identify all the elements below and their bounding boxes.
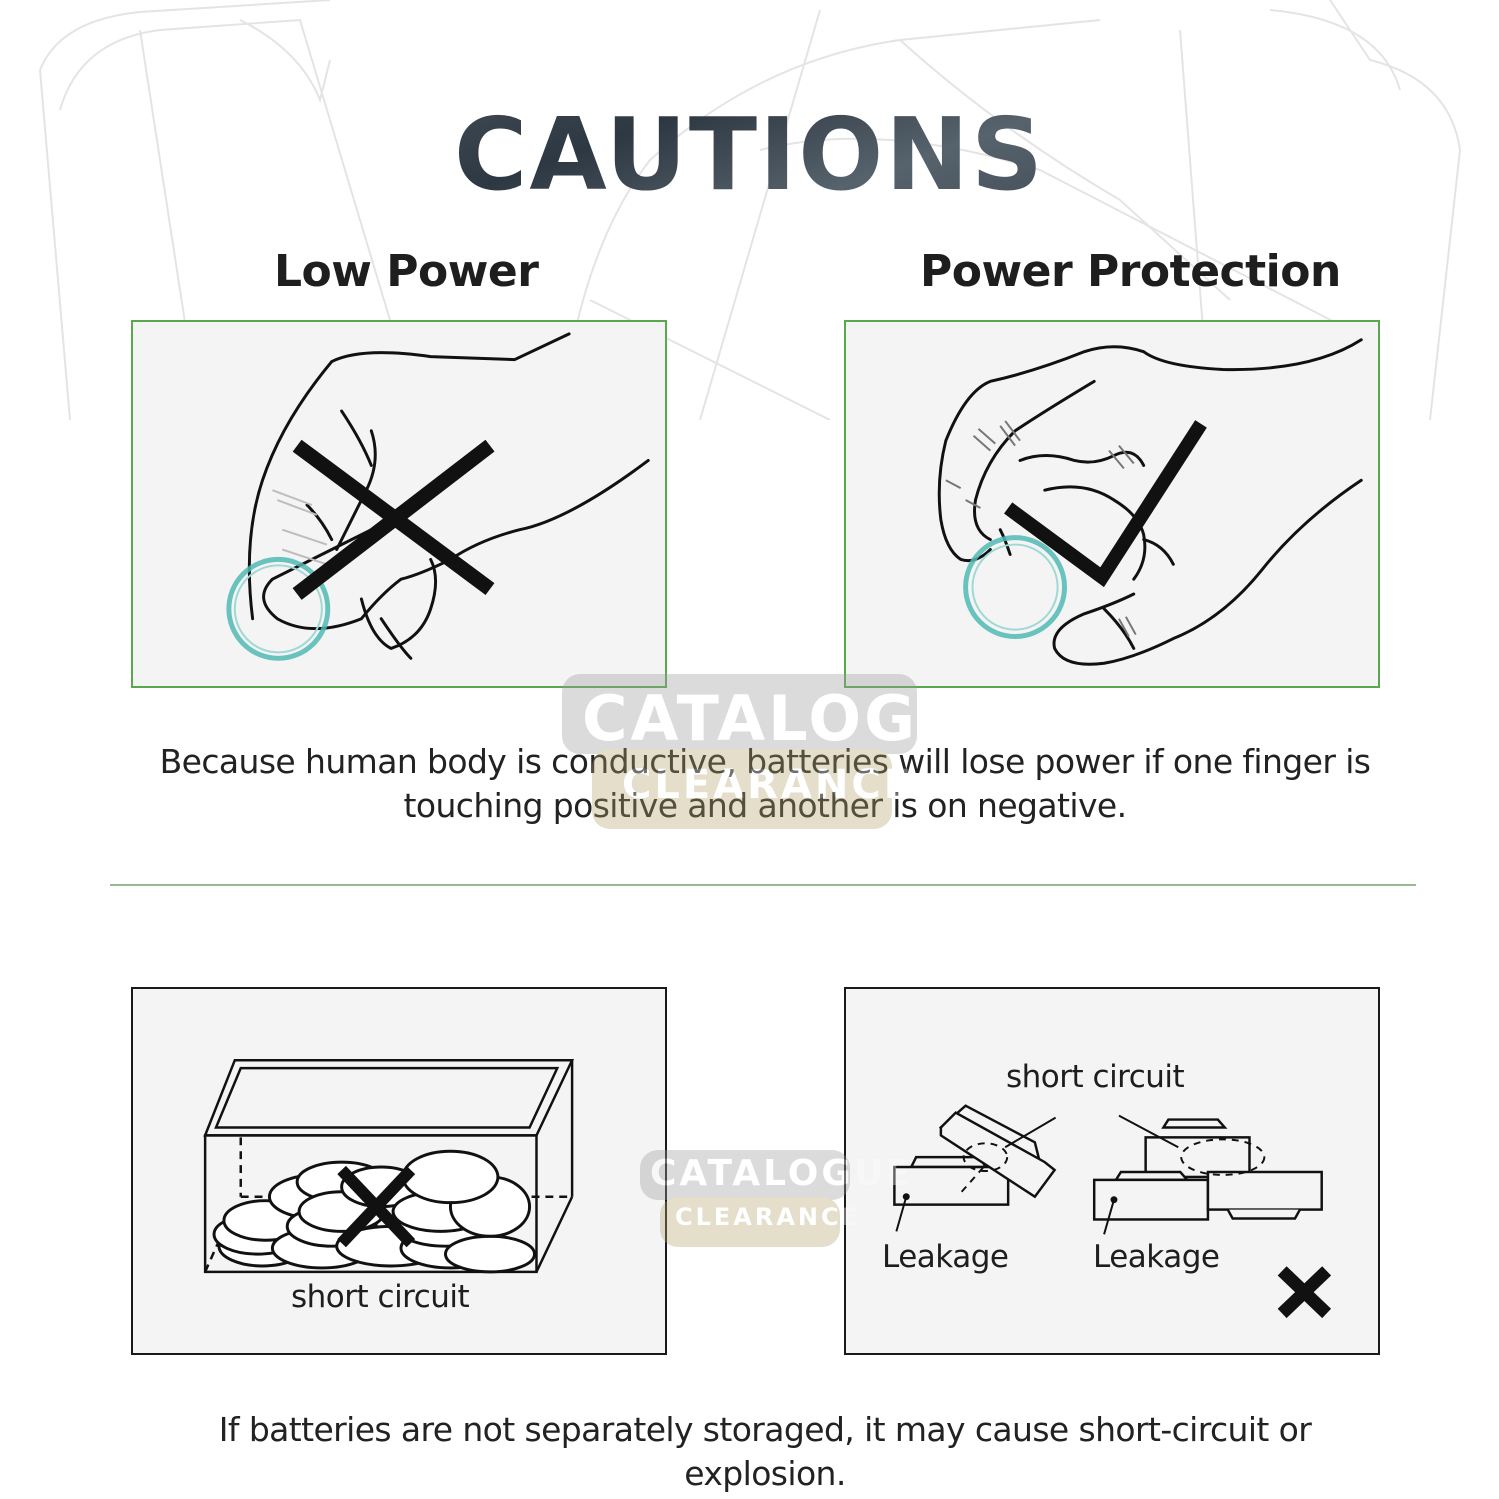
caption-line: explosion. <box>684 1454 846 1493</box>
cross-mark-icon <box>292 439 495 600</box>
check-mark-icon <box>1004 420 1207 588</box>
caption-line: Because human body is conductive, batter… <box>159 742 1371 781</box>
storage-caption: If batteries are not separately storaged… <box>120 1408 1410 1496</box>
cross-mark-icon <box>337 1165 416 1248</box>
low-power-heading: Low Power <box>274 246 539 297</box>
stacked-batteries-illustration: short circuit Leakage Leakage <box>844 987 1380 1355</box>
hand-holding-battery-correct-illustration <box>937 338 1363 666</box>
page-title: CAUTIONS <box>0 100 1499 210</box>
hand-holding-battery-wrong-illustration <box>226 332 650 661</box>
stacked-batteries-diagram <box>893 1104 1332 1319</box>
power-protection-illustration <box>844 320 1380 688</box>
short-circuit-label: short circuit <box>1006 1059 1185 1095</box>
background-sketch <box>39 0 1462 420</box>
caption-line: If batteries are not separately storaged… <box>218 1410 1312 1449</box>
leakage-label: Leakage <box>1093 1239 1220 1275</box>
battery-ring <box>226 556 331 661</box>
low-power-illustration <box>131 320 667 688</box>
batteries-in-box-illustration <box>203 1058 575 1274</box>
leakage-label: Leakage <box>882 1239 1009 1275</box>
catalogue-clearance-watermark: CATALOGUE CLEARANCE <box>640 1145 911 1260</box>
conductivity-caption: Because human body is conductive, batter… <box>120 740 1410 828</box>
short-circuit-label: short circuit <box>291 1279 470 1315</box>
caption-line: touching positive and another is on nega… <box>403 786 1128 825</box>
stored-together-illustration: short circuit <box>131 987 667 1355</box>
section-divider <box>110 884 1416 886</box>
cross-mark-icon <box>1277 1266 1332 1319</box>
power-protection-heading: Power Protection <box>920 246 1341 297</box>
